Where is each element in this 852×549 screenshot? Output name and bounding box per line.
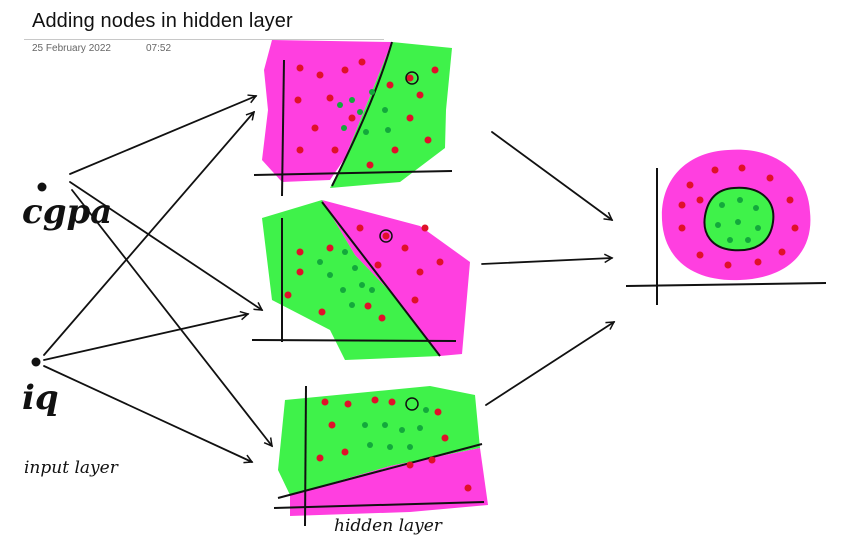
plot1-magenta-region [262, 40, 392, 182]
plot3-boundary [277, 443, 483, 499]
plot2-magenta-region [322, 200, 470, 356]
output-red-points [678, 164, 799, 269]
plot3-y-axis [304, 385, 307, 527]
plot1-green-points [337, 89, 391, 135]
arrow-plot1-to-output [491, 131, 614, 221]
plot3-x-axis [273, 501, 485, 509]
plot2-green-points [317, 249, 375, 308]
hidden-layer-label: hidden layer [334, 516, 442, 536]
input-label-cgpa: cgpa [22, 192, 113, 232]
arrow-cgpa-to-plot1 [69, 94, 258, 175]
plot1-x-axis [253, 170, 453, 176]
output-green-region [703, 186, 775, 252]
input-node-iq [31, 357, 41, 367]
output-plot [625, 149, 827, 305]
plot3-highlight-ring [405, 397, 419, 411]
plot1-red-points [294, 58, 439, 169]
plot1-green-region [330, 42, 452, 188]
hidden-plot-1 [253, 40, 453, 197]
title-divider [24, 39, 384, 40]
output-x-axis [625, 282, 827, 287]
arrow-iq-to-plot1 [43, 110, 256, 356]
page-date: 25 February 2022 [32, 43, 111, 54]
arrow-plot2-to-output [481, 253, 614, 265]
page-time: 07:52 [146, 43, 172, 54]
plot2-green-region [262, 200, 440, 360]
arrow-plot3-to-output [485, 321, 616, 406]
plot3-green-points [362, 407, 429, 450]
input-node-cgpa [37, 182, 47, 192]
hidden-to-output-arrows [481, 131, 616, 406]
arrow-cgpa-to-plot3 [71, 189, 273, 448]
plot1-boundary [331, 41, 393, 187]
plot2-red-points [284, 224, 444, 322]
plot3-magenta-region [290, 448, 488, 516]
plot2-x-axis [251, 339, 457, 342]
hidden-plot-2 [251, 200, 470, 360]
plot1-y-axis [281, 59, 285, 197]
plot3-green-region [278, 386, 480, 495]
plot2-boundary [321, 201, 441, 357]
page-title: Adding nodes in hidden layer [32, 10, 293, 32]
input-label-iq: iq [22, 378, 59, 418]
input-to-hidden-arrows [43, 94, 273, 464]
arrow-iq-to-plot3 [43, 365, 254, 464]
output-green-points [715, 197, 761, 243]
arrow-cgpa-to-plot2 [69, 181, 264, 311]
arrow-iq-to-plot2 [43, 310, 250, 361]
plot3-red-points [316, 396, 472, 492]
input-layer-label: input layer [24, 458, 118, 478]
hidden-plot-3 [273, 385, 488, 527]
plot1-highlight-ring [405, 71, 419, 85]
plot2-highlight-ring [379, 229, 393, 243]
